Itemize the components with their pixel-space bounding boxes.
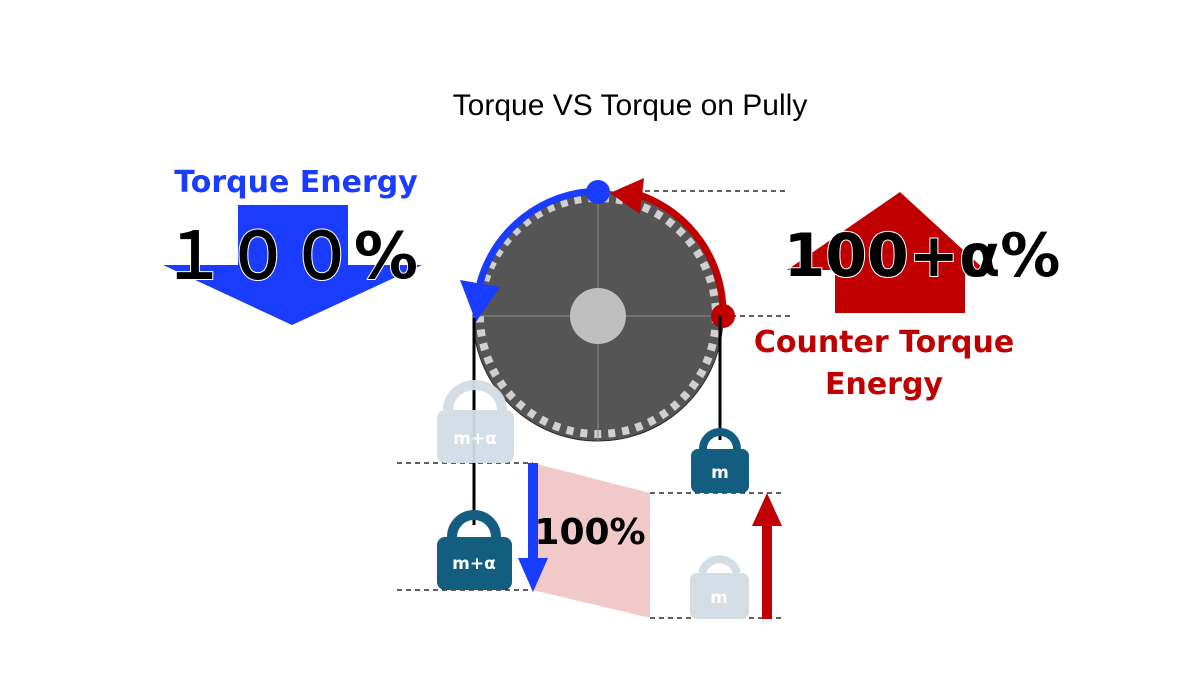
torque-energy-label: Torque Energy xyxy=(174,165,418,200)
right-ghost-weight-body xyxy=(690,573,749,619)
counter-torque-percent: 100+α% xyxy=(784,221,1061,291)
counter-torque-label-line2: Energy xyxy=(825,367,943,402)
red-up-arrow-icon xyxy=(787,192,985,313)
left-ghost-weight: m+α xyxy=(437,380,514,463)
right-weight-body xyxy=(691,449,749,493)
blue-down-arrow-icon xyxy=(163,205,422,325)
left-weight: m+α xyxy=(437,510,512,590)
blue-contact-dot xyxy=(586,180,610,204)
right-ghost-weight: m xyxy=(690,555,749,619)
up-arrow-head-icon xyxy=(752,493,782,526)
left-weight-body xyxy=(437,537,512,590)
displacement-percent-label: 100% xyxy=(534,512,645,553)
down-arrow-head-icon xyxy=(518,558,548,592)
counter-torque-label-line1: Counter Torque xyxy=(754,325,1014,360)
left-ghost-weight-label: m+α xyxy=(453,429,497,449)
left-ghost-weight-handle-icon xyxy=(443,380,507,411)
diagram-title: Torque VS Torque on Pully xyxy=(453,89,808,122)
torque-energy-block: Torque Energy １００% xyxy=(161,165,422,325)
blue-rotation-arrowhead-icon xyxy=(460,280,500,322)
down-displacement-arrow xyxy=(518,463,548,592)
wheel-hub xyxy=(570,288,626,344)
right-weight: m xyxy=(691,428,749,493)
right-weight-label: m xyxy=(711,463,729,483)
right-weight-handle-icon xyxy=(699,428,741,450)
torque-energy-percent: １００% xyxy=(162,220,418,294)
left-weight-label: m+α xyxy=(452,554,496,574)
down-arrow-shaft xyxy=(528,463,538,563)
left-weight-handle-icon xyxy=(447,510,501,538)
red-contact-dot xyxy=(711,304,735,328)
up-arrow-shaft xyxy=(762,522,772,619)
right-ghost-weight-label: m xyxy=(710,588,728,608)
right-ghost-weight-handle-icon xyxy=(698,555,741,575)
pulley-wheel xyxy=(472,190,724,442)
blue-rotation-arc xyxy=(476,187,599,284)
counter-torque-block: 100+α% Counter Torque Energy xyxy=(754,192,1061,402)
left-ghost-weight-body xyxy=(437,410,514,463)
red-rotation-arrowhead-icon xyxy=(610,178,644,214)
displacement-band xyxy=(533,463,650,618)
red-rotation-arc xyxy=(638,191,727,317)
up-displacement-arrow xyxy=(752,493,782,619)
